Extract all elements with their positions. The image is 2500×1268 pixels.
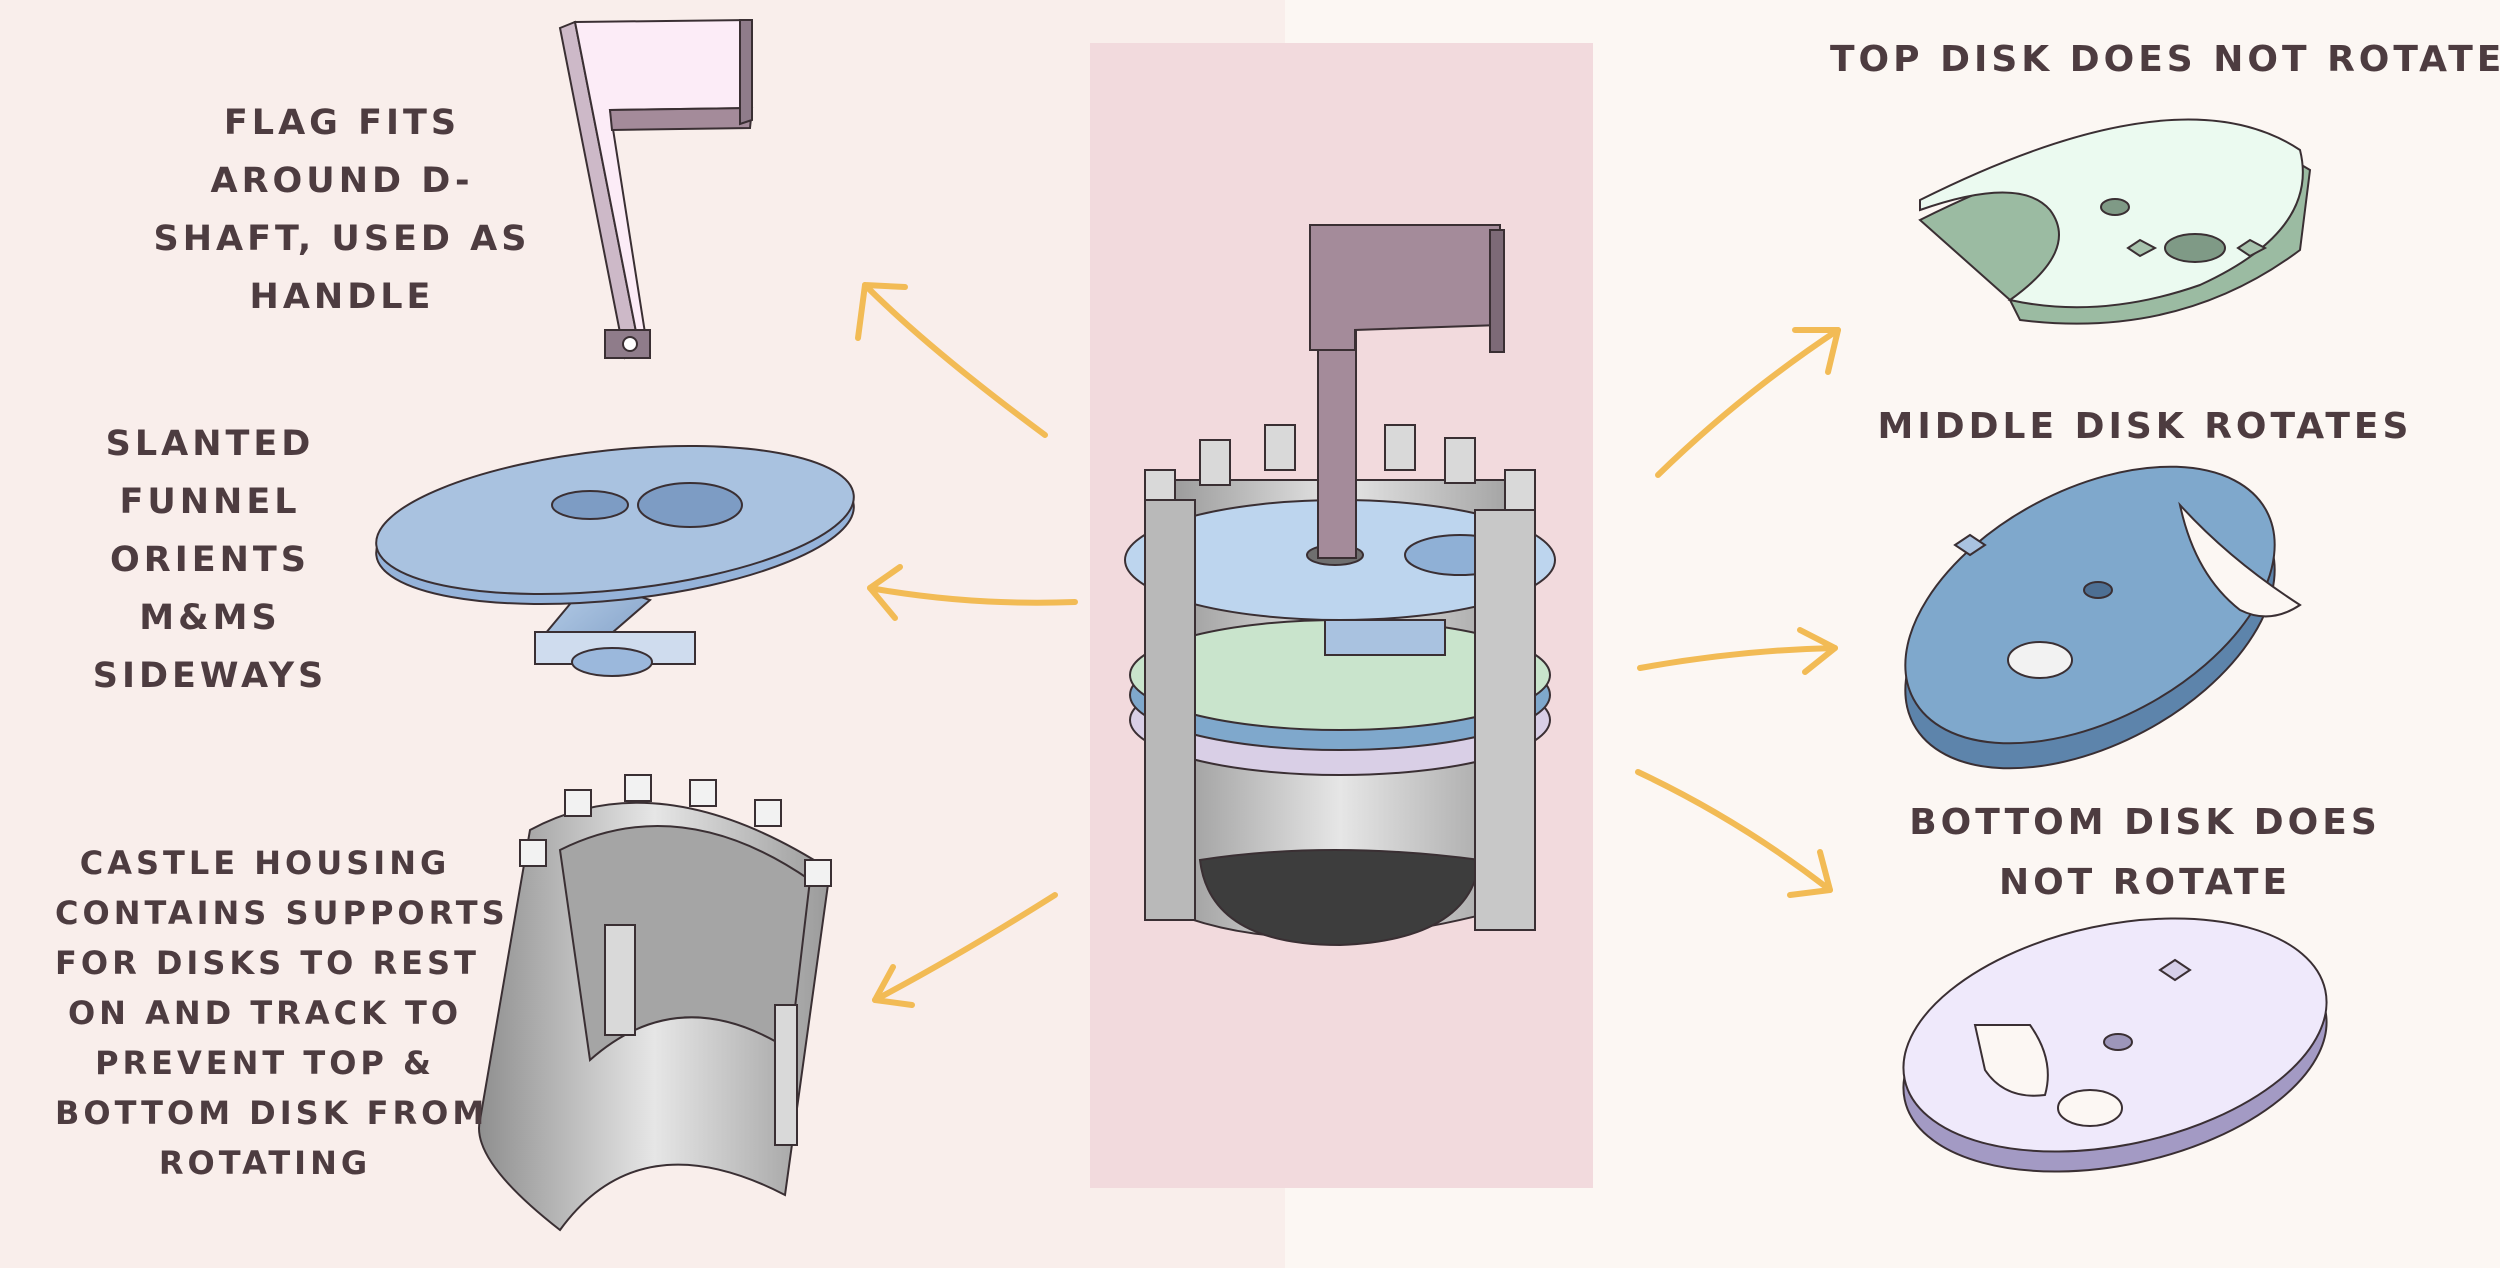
label-funnel-line-4: M&MS [139,598,281,638]
arrow-funnel [867,564,1078,621]
arrow-flag [855,282,1048,438]
label-castle-line-2: CONTAINS SUPPORTS [55,894,509,932]
label-funnel-line-3: ORIENTS [109,540,310,580]
label-top-disk: TOP DISK DOES NOT ROTATE [1830,30,2500,90]
label-castle-line-4: ON AND TRACK TO [67,994,463,1032]
flag-part [558,18,754,360]
label-bottom-disk: BOTTOM DISK DOES NOT ROTATE [1830,793,2460,913]
label-flag-line-2: AROUND D- [210,161,474,201]
arrow-castle [872,892,1058,1008]
arrow-top-disk [1655,327,1841,478]
label-flag-line-4: HANDLE [249,277,435,317]
label-flag-line-3: SHAFT, USED AS [153,219,531,259]
label-flag-line-1: FLAG FITS [223,103,461,143]
label-funnel: SLANTED FUNNEL ORIENTS M&MS SIDEWAYS [80,415,340,705]
label-castle-line-6: BOTTOM DISK FROM [55,1094,489,1132]
label-bottom-disk-line-1: BOTTOM DISK DOES [1909,802,2381,843]
label-funnel-line-1: SLANTED [105,424,315,464]
label-castle-line-1: CASTLE HOUSING [79,844,451,882]
center-assembly [1124,224,1556,947]
arrows [855,282,1841,1008]
middle-disk-part [1904,465,2302,770]
label-flag: FLAG FITS AROUND D- SHAFT, USED AS HANDL… [152,94,532,326]
label-castle-line-5: PREVENT TOP & [95,1044,435,1082]
label-funnel-line-2: FUNNEL [119,482,301,522]
arrow-middle-disk [1637,627,1838,675]
label-castle-line-7: ROTATING [158,1144,372,1182]
funnel-part [375,445,855,677]
bottom-disk-part [1902,917,2328,1173]
arrow-bottom-disk [1635,769,1833,898]
label-castle: CASTLE HOUSING CONTAINS SUPPORTS FOR DIS… [55,838,509,1188]
label-middle-disk-line-1: MIDDLE DISK ROTATES [1877,406,2413,447]
label-funnel-line-5: SIDEWAYS [92,656,328,696]
label-middle-disk: MIDDLE DISK ROTATES [1830,397,2460,457]
label-bottom-disk-line-2: NOT ROTATE [1998,862,2292,903]
label-top-disk-line-1: TOP DISK DOES NOT ROTATE [1830,39,2500,80]
castle-housing-part [478,774,832,1232]
top-disk-part [1918,118,2312,325]
label-castle-line-3: FOR DISKS TO REST [55,944,480,982]
